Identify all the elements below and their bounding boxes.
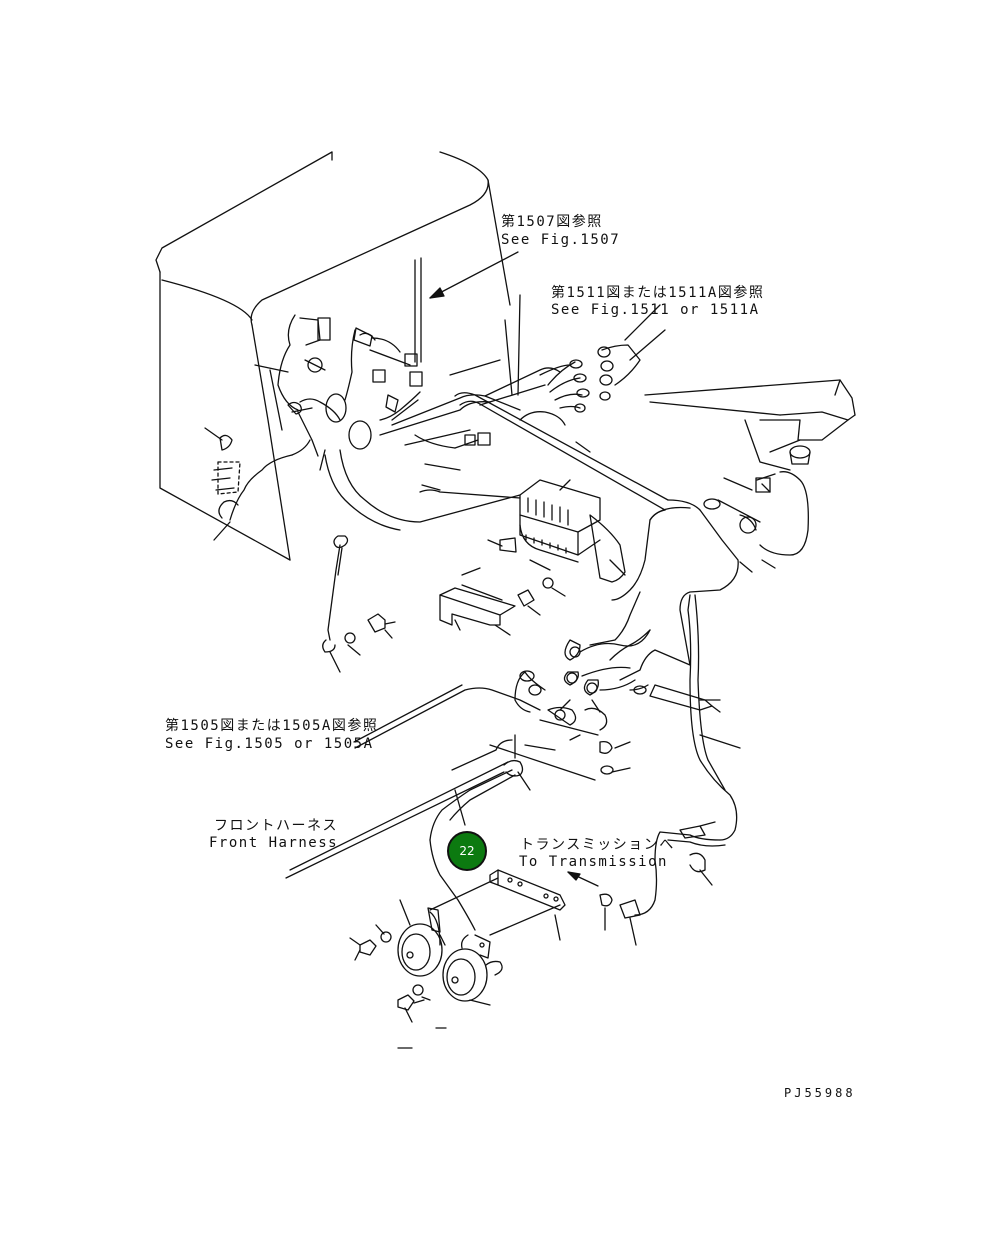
ref-1511-label-jp: 第1511図または1511A図参照 bbox=[551, 285, 765, 301]
front-harness-label-jp: フロントハーネス bbox=[214, 818, 338, 834]
cab-body bbox=[155, 151, 521, 561]
center-right-harness bbox=[589, 499, 739, 841]
small-parts-center bbox=[322, 535, 566, 673]
junction-box bbox=[519, 479, 626, 583]
horn-assembly bbox=[349, 869, 566, 1049]
transmission-label-jp: トランスミッションへ bbox=[520, 837, 675, 853]
middle-connectors bbox=[514, 629, 741, 749]
ref-1507-label-jp: 第1507図参照 bbox=[501, 214, 603, 230]
upper-left-harness bbox=[204, 314, 341, 541]
grommet-assembly bbox=[324, 327, 423, 531]
front-harness-label-en: Front Harness bbox=[209, 835, 339, 851]
connector-fan-1511 bbox=[547, 304, 666, 413]
ref-1507-label-en: See Fig.1507 bbox=[501, 232, 621, 248]
transmission-harness bbox=[567, 821, 726, 946]
ref-arrow-1507 bbox=[414, 251, 519, 363]
part-callout-22[interactable]: 22 bbox=[447, 831, 487, 871]
main-harness bbox=[339, 364, 669, 523]
front-harness-line bbox=[285, 759, 531, 931]
right-bracket bbox=[644, 379, 856, 573]
ref-line-1505 bbox=[353, 684, 631, 781]
drawing-code: PJ55988 bbox=[784, 1086, 856, 1100]
ref-1505-label-en: See Fig.1505 or 1505A bbox=[165, 736, 374, 752]
transmission-label-en: To Transmission bbox=[519, 854, 668, 870]
ref-1505-label-jp: 第1505図または1505A図参照 bbox=[165, 718, 379, 734]
ref-1511-label-en: See Fig.1511 or 1511A bbox=[551, 302, 760, 318]
